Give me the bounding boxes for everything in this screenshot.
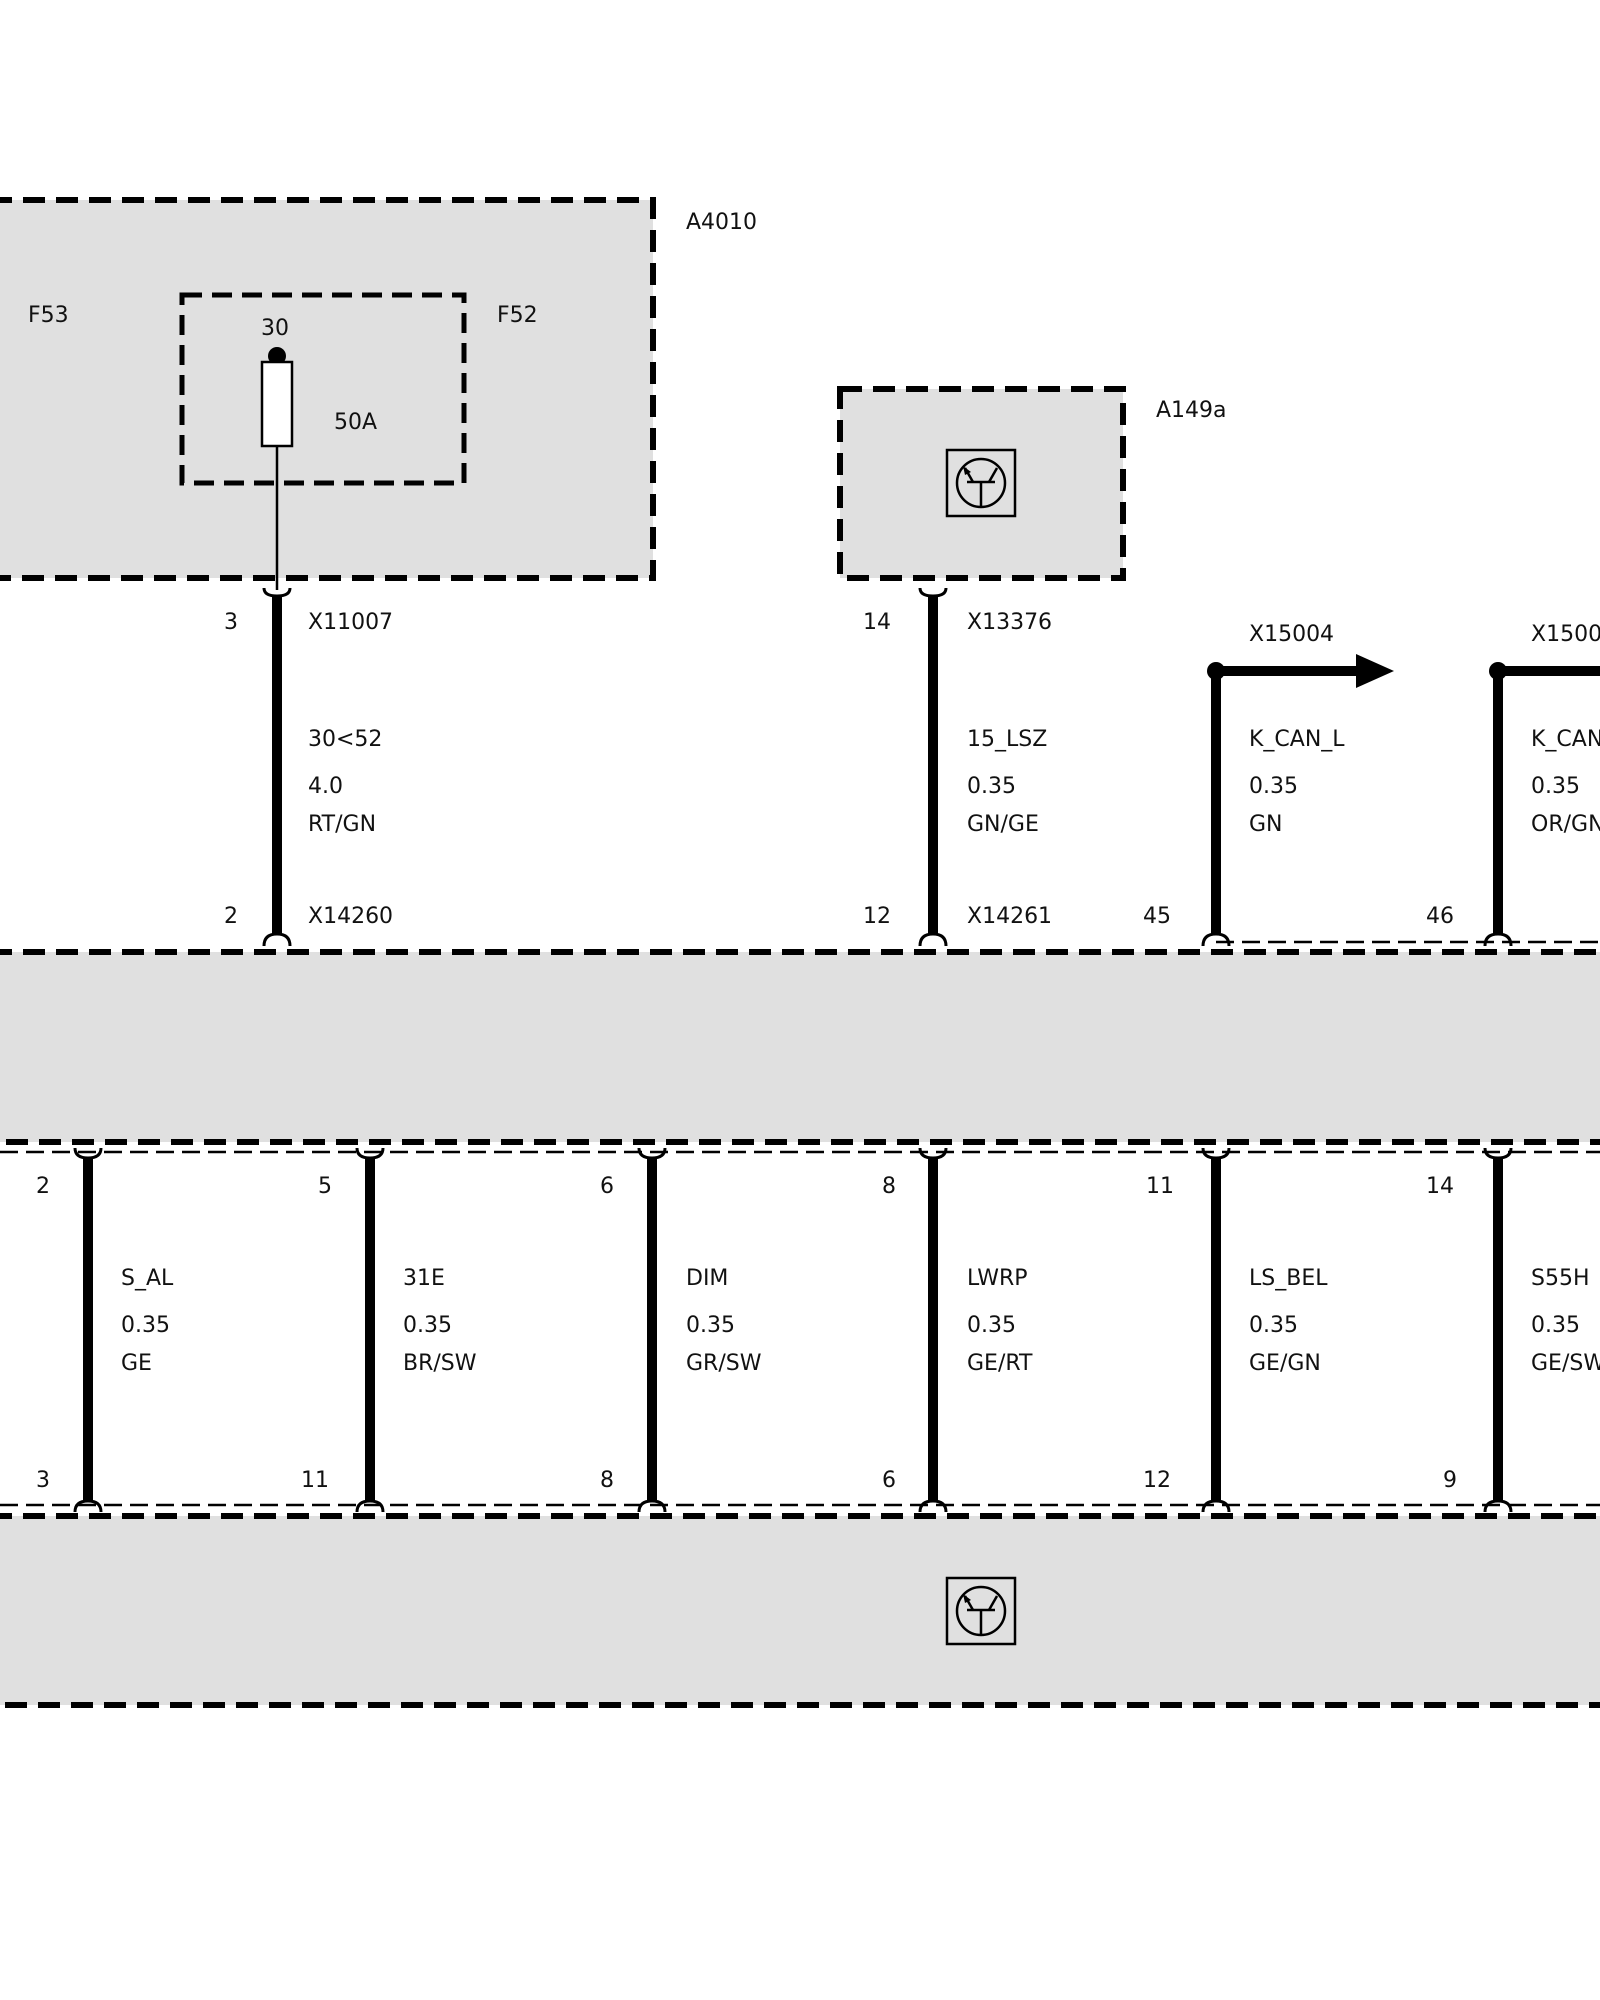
signal-label: S_AL [121, 1266, 174, 1291]
bottom-wire-s55h: 14 S55H 0.35 GE/SW 9 [1426, 1147, 1600, 1513]
fuse-f52-box [179, 292, 467, 486]
signal-label: LWRP [967, 1266, 1028, 1291]
connector-x14261-fork [918, 932, 948, 947]
connector-fork [355, 1499, 385, 1513]
gauge-label: 0.35 [1531, 1313, 1580, 1338]
fuse-terminal-dot [268, 347, 286, 365]
bottom-wire-lwrp: 8 LWRP 0.35 GE/RT 6 [882, 1147, 1033, 1513]
gauge-label: 0.35 [967, 774, 1016, 799]
connector-fork [1201, 1499, 1231, 1513]
signal-label: 30<52 [308, 727, 382, 752]
signal-label: K_CAN [1531, 727, 1600, 752]
connector-fork [637, 1499, 667, 1513]
bottom-wire-ls-bel: 11 LS_BEL 0.35 GE/GN 12 [1143, 1147, 1328, 1513]
color-label: GN [1249, 812, 1283, 837]
connector-label: X13376 [967, 610, 1052, 635]
module-a4010-label: A4010 [686, 210, 757, 235]
color-label: GE/RT [967, 1351, 1033, 1376]
gauge-label: 0.35 [1249, 774, 1298, 799]
fuse-symbol [260, 360, 294, 448]
color-label: BR/SW [403, 1351, 477, 1376]
gauge-label: 0.35 [967, 1313, 1016, 1338]
pin-label: 46 [1426, 904, 1454, 929]
color-label: GE/GN [1249, 1351, 1321, 1376]
signal-label: DIM [686, 1266, 728, 1291]
bottom-wire-s-al: 2 S_AL 0.35 GE 3 [36, 1147, 174, 1513]
connector-pin45-fork [1201, 932, 1231, 947]
connector-fork [1483, 1499, 1513, 1513]
pin-label: 3 [224, 610, 238, 635]
signal-label: K_CAN_L [1249, 727, 1345, 752]
gauge-label: 0.35 [686, 1313, 735, 1338]
module-a149a-label: A149a [1156, 398, 1227, 423]
color-label: OR/GN [1531, 812, 1600, 837]
connector-x13376-fork [918, 587, 948, 598]
pin-label: 8 [600, 1468, 614, 1493]
connector-label: X1500 [1531, 622, 1600, 647]
fuse-f52-label: F52 [497, 303, 538, 328]
pin-label: 5 [318, 1174, 332, 1199]
signal-label: 15_LSZ [967, 727, 1047, 752]
pin-label: 11 [301, 1468, 329, 1493]
gauge-label: 0.35 [121, 1313, 170, 1338]
fuse-f53-label: F53 [28, 303, 69, 328]
gauge-label: 0.35 [1531, 774, 1580, 799]
connector-fork [73, 1499, 103, 1513]
central-module-band [0, 949, 1600, 1145]
color-label: GN/GE [967, 812, 1039, 837]
pin-label: 9 [1443, 1468, 1457, 1493]
connector-label: X15004 [1249, 622, 1334, 647]
connector-label: X14260 [308, 904, 393, 929]
pin-label: 2 [36, 1174, 50, 1199]
pin-label: 6 [600, 1174, 614, 1199]
pin-label: 12 [1143, 1468, 1171, 1493]
signal-label: 31E [403, 1266, 445, 1291]
pin-label: 8 [882, 1174, 896, 1199]
color-label: RT/GN [308, 812, 376, 837]
color-label: GE [121, 1351, 152, 1376]
fuse-rating-label: 50A [334, 410, 377, 435]
color-label: GR/SW [686, 1351, 762, 1376]
pin-label: 11 [1146, 1174, 1174, 1199]
lower-module-band [0, 1513, 1600, 1708]
transistor-icon [945, 448, 1017, 518]
gauge-label: 4.0 [308, 774, 343, 799]
connector-label: X11007 [308, 610, 393, 635]
pin-label: 14 [1426, 1174, 1454, 1199]
gauge-label: 0.35 [1249, 1313, 1298, 1338]
signal-label: S55H [1531, 1266, 1590, 1291]
pin-label: 45 [1143, 904, 1171, 929]
color-label: GE/SW [1531, 1351, 1600, 1376]
connector-x14260-fork [262, 932, 292, 947]
signal-label: LS_BEL [1249, 1266, 1328, 1291]
transistor-icon [945, 1576, 1017, 1646]
bottom-wire-31e: 5 31E 0.35 BR/SW 11 [301, 1147, 477, 1513]
pin-label: 6 [882, 1468, 896, 1493]
connector-fork [918, 1499, 948, 1513]
bottom-wire-dim: 6 DIM 0.35 GR/SW 8 [600, 1147, 762, 1513]
pin-label: 2 [224, 904, 238, 929]
pin-label: 3 [36, 1468, 50, 1493]
pin-label: 12 [863, 904, 891, 929]
pin-label: 14 [863, 610, 891, 635]
connector-label: X14261 [967, 904, 1052, 929]
gauge-label: 0.35 [403, 1313, 452, 1338]
arrow-right-icon [1356, 654, 1394, 688]
connector-pin46-fork [1483, 932, 1513, 947]
fuse-pin-label: 30 [261, 316, 289, 341]
